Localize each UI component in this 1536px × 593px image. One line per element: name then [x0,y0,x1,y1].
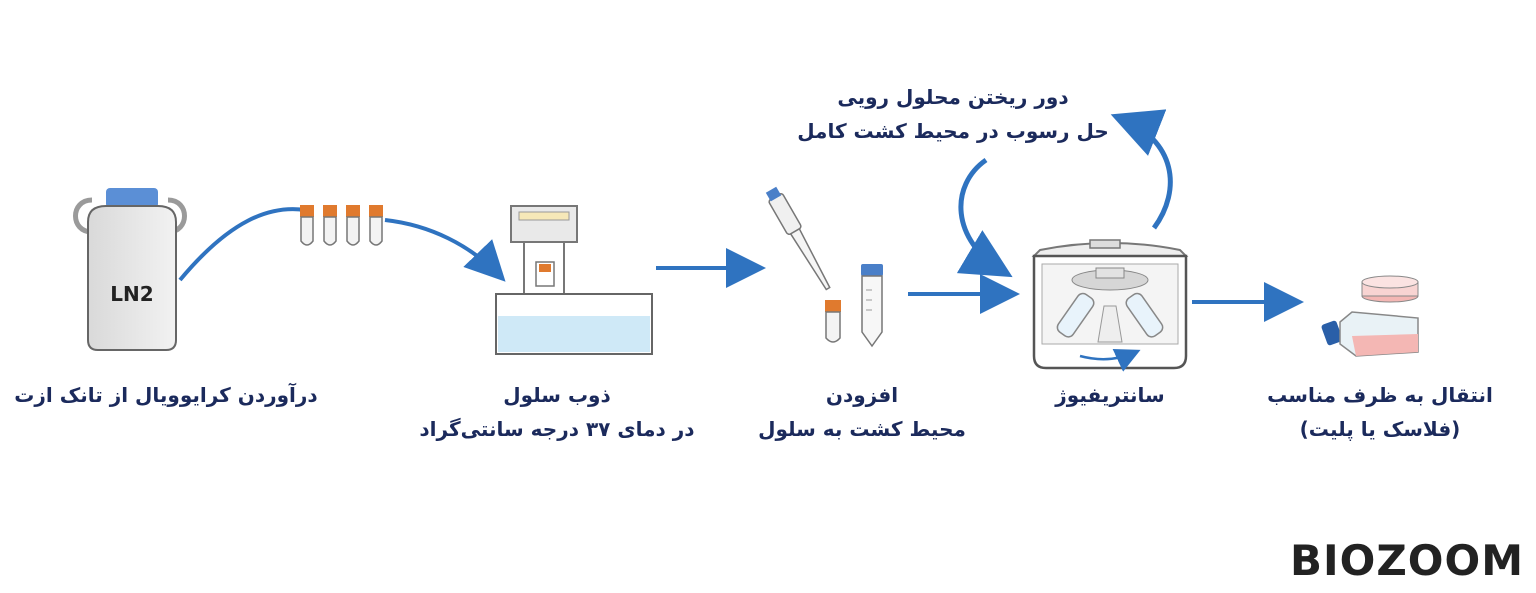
loop-note: دور ریختن محلول رویی حل رسوب در محیط کشت… [770,80,1136,148]
falcon-tube-icon [861,264,883,348]
step-2-label: ذوب سلول در دمای ۳۷ درجه سانتی‌گراد [392,378,722,446]
tank-label: LN2 [110,282,153,306]
arrow-vials-to-bath [384,218,506,282]
step-5-line-2: (فلاسک یا پلیت) [1299,417,1461,441]
arrow-tank-to-vials [178,207,306,282]
step-4-line-1: سانتریفیوژ [1055,383,1165,407]
centrifuge-icon [1031,239,1189,372]
step-5-line-1: انتقال به ظرف مناسب [1267,383,1493,407]
loop-note-line-1: دور ریختن محلول رویی [837,85,1069,109]
tank-cap-icon [106,188,158,208]
step-1-label: درآوردن کرایوویال از تانک ازت [0,378,332,412]
water-bath-icon [495,205,653,355]
pipette-icon [765,186,831,291]
biozoom-logo: BIOZOOM [1290,536,1525,585]
loop-note-line-2: حل رسوب در محیط کشت کامل [797,119,1109,143]
petri-dish-icon [1361,275,1419,303]
step-3-line-1: افزودن [825,383,899,407]
step-3-line-2: محیط کشت به سلول [758,417,966,441]
arrow-loop-out [1110,109,1173,230]
arrow-loop-in [956,157,1013,278]
step-4-label: سانتریفیوژ [1020,378,1200,412]
step-2-line-1: ذوب سلول [503,383,611,407]
step-1-line-1: درآوردن کرایوویال از تانک ازت [14,383,318,407]
culture-flask-icon [1321,311,1419,357]
step-5-label: انتقال به ظرف مناسب (فلاسک یا پلیت) [1258,378,1502,446]
step-3-label: افزودن محیط کشت به سلول [740,378,984,446]
step-2-line-2: در دمای ۳۷ درجه سانتی‌گراد [419,417,695,441]
ln2-tank-icon: LN2 [73,188,187,351]
cell-vial-icon [825,300,841,343]
cryovials-icon [300,205,383,246]
